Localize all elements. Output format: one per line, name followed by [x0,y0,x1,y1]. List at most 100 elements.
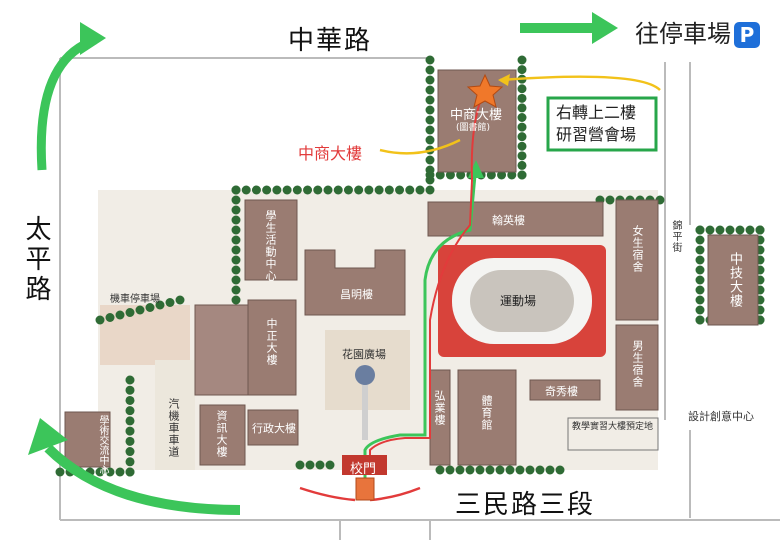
tree [354,185,364,195]
green-arrow-north [36,22,106,171]
tree [155,300,165,310]
red-entry-right [369,486,421,502]
tree [135,305,145,315]
tree [507,170,517,180]
parking-direction-label: 往停車場 [635,20,731,48]
label-motor-parking: 機車停車場 [110,294,160,305]
tree [125,447,135,457]
tree [231,185,241,195]
tree [323,185,333,195]
tree [425,185,435,195]
parking-icon: P [734,22,760,48]
label-zhongzheng: 中正大樓 [265,318,278,366]
tree [343,185,353,195]
building-hanying [427,201,604,237]
tree [115,467,125,477]
callout-note: 右轉上二樓 研習營會場 [556,102,636,146]
tree [295,460,305,470]
tree [517,151,527,161]
yellow-note-line [499,75,661,91]
tree [695,285,705,295]
tree [325,460,335,470]
tree [125,385,135,395]
tree [605,195,615,205]
tree [525,465,535,475]
tree [445,465,455,475]
road-east-label: 錦平街 [670,220,681,253]
tree [425,95,435,105]
building-training-site [567,417,659,451]
green-arrow-east [520,12,618,44]
tree [425,65,435,75]
label-flower-plaza: 花園廣場 [342,348,386,361]
tree [374,185,384,195]
tree [745,225,755,235]
tree [231,265,241,275]
tree [695,305,705,315]
tree [241,185,251,195]
label-field: 運動場 [500,294,537,308]
tree [262,185,272,195]
tree [517,93,527,103]
tree [695,295,705,305]
tree [425,85,435,95]
tree [313,185,323,195]
tree [475,465,485,475]
tree [517,141,527,151]
tree [456,170,466,180]
tree [505,465,515,475]
tree [303,185,313,195]
tree [425,125,435,135]
tree [125,436,135,446]
tree [495,465,505,475]
gate-box [342,455,387,475]
tree [715,225,725,235]
tree [425,105,435,115]
tree [695,275,705,285]
building-zhongzheng [247,299,297,396]
tree [517,103,527,113]
tree [515,465,525,475]
tree [364,185,374,195]
tree [384,185,394,195]
motor-lane-area [155,360,195,470]
building-student-center [244,199,298,281]
tree [465,465,475,475]
label-zhongshang-sub: (圖書館) [456,123,491,133]
tree [517,132,527,142]
tree [55,467,65,477]
tree [425,155,435,165]
label-gym: 體育館 [480,395,493,431]
building-qixiu [529,379,601,401]
label-hanying: 翰英樓 [492,214,525,227]
tree [435,465,445,475]
tree [486,170,496,180]
green-route [363,174,477,488]
label-hongye: 弘業樓 [433,390,446,426]
tree [125,395,135,405]
tree [705,225,715,235]
gate-label: 校門 [350,462,377,477]
tree [485,465,495,475]
tree [125,457,135,467]
tree [695,245,705,255]
tree [415,185,425,195]
tree [231,225,241,235]
tree [517,122,527,132]
label-zhongji: 中技大樓 [727,252,742,308]
yellow-callout-line [379,138,461,155]
label-info: 資訊大樓 [215,410,228,458]
buildings [64,69,759,468]
tree [231,195,241,205]
tree [497,170,507,180]
green-arrow-south [28,418,241,515]
tree [333,185,343,195]
tree [517,113,527,122]
tree [695,255,705,265]
building-changming [304,249,406,316]
destination-star-icon [466,73,504,108]
tree [725,225,735,235]
sports-field [438,245,606,357]
tree [125,308,135,317]
